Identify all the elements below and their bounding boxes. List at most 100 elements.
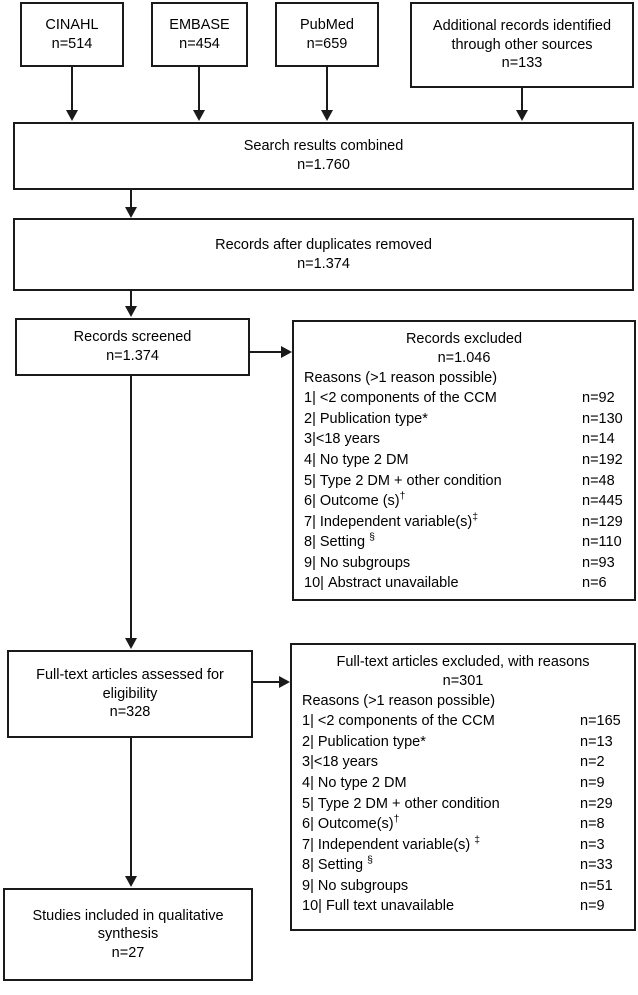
- source-count-additional: n=133: [501, 55, 543, 72]
- reason-count: n=8: [580, 816, 605, 833]
- reason-count: n=14: [582, 431, 615, 448]
- stage-label-screened: Records screened: [73, 329, 192, 346]
- reason-number: 10: [304, 575, 321, 592]
- reason-row: 9| No subgroups n=93: [304, 553, 624, 574]
- panel-title-records-excluded: Records excluded: [405, 331, 523, 347]
- reason-number: 5: [302, 795, 311, 812]
- stage-label-combined: Search results combined: [243, 138, 404, 155]
- reason-text: Independent variable(s): [319, 513, 473, 530]
- reason-number: 7: [304, 513, 313, 530]
- connector-fulltext-to-excluded: [253, 681, 282, 683]
- source-box-pubmed: PubMed n=659: [275, 2, 379, 67]
- reason-number: 9: [304, 554, 313, 571]
- reason-row: 6| Outcome (s)† n=445: [304, 491, 624, 512]
- source-count-cinahl: n=514: [51, 35, 93, 52]
- reason-text: Setting: [317, 857, 364, 874]
- source-name-embase: EMBASE: [169, 16, 230, 33]
- stage-box-search-results-combined: Search results combined n=1.760: [13, 122, 634, 190]
- arrowhead-screened-to-fulltext: [125, 638, 137, 649]
- source-name-pubmed: PubMed: [299, 16, 354, 33]
- stage-box-studies-included: Studies included in qualitative synthesi…: [3, 888, 253, 981]
- stage-count-screened: n=1.374: [106, 348, 159, 364]
- panel-title-fulltext-excluded: Full-text articles excluded, with reason…: [336, 654, 590, 670]
- connector-fulltext-to-included: [130, 738, 132, 877]
- reason-row: 4| No type 2 DM n=192: [304, 450, 624, 471]
- reason-text: <2 components of the CCM: [317, 713, 495, 730]
- stage-count-fulltext: n=328: [109, 704, 151, 721]
- arrowhead-embase-to-combined: [193, 110, 205, 121]
- reason-superscript: †: [399, 491, 406, 503]
- reason-number: 10: [302, 898, 319, 915]
- reason-text: Publication type*: [319, 410, 428, 427]
- connector-additional-to-combined: [521, 88, 523, 111]
- panel-reasons-header-fulltext-excluded: Reasons (>1 reason possible): [302, 692, 496, 709]
- reason-row: 1| <2 components of the CCM n=92: [304, 388, 624, 409]
- reason-row: 10| Full text unavailable n=9: [302, 896, 624, 917]
- connector-pubmed-to-combined: [326, 67, 328, 111]
- reason-number: 8: [302, 857, 311, 874]
- reason-text: <2 components of the CCM: [319, 390, 497, 407]
- reason-row: 6| Outcome(s)† n=8: [302, 814, 624, 835]
- reason-row: 2| Publication type* n=130: [304, 409, 624, 430]
- stage-box-fulltext-assessed: Full-text articles assessed for eligibil…: [7, 650, 253, 738]
- reason-number: 3: [304, 431, 313, 448]
- reason-row: 7| Independent variable(s) ‡ n=3: [302, 835, 624, 856]
- connector-cinahl-to-combined: [71, 67, 73, 111]
- reason-list-fulltext-excluded: 1| <2 components of the CCM n=165 2| Pub…: [302, 711, 624, 917]
- reason-count: n=9: [580, 898, 605, 915]
- reason-text: Independent variable(s): [317, 836, 471, 853]
- connector-combined-to-duplicates: [130, 190, 132, 208]
- reason-text: Outcome(s): [317, 816, 394, 833]
- reason-count: n=130: [582, 410, 623, 427]
- reason-row: 4| No type 2 DM n=9: [302, 773, 624, 794]
- reason-number: 6: [302, 816, 311, 833]
- reason-row: 8| Setting § n=33: [302, 855, 624, 876]
- arrowhead-duplicates-to-screened: [125, 306, 137, 317]
- reason-row: 5| Type 2 DM + other condition n=29: [302, 794, 624, 815]
- reason-count: n=93: [582, 554, 615, 571]
- reason-list-records-excluded: 1| <2 components of the CCM n=92 2| Publ…: [304, 388, 624, 594]
- connector-embase-to-combined: [198, 67, 200, 111]
- reason-count: n=129: [582, 513, 623, 530]
- connector-duplicates-to-screened: [130, 291, 132, 307]
- source-box-cinahl: CINAHL n=514: [20, 2, 124, 67]
- arrowhead-additional-to-combined: [516, 110, 528, 121]
- reason-count: n=2: [580, 754, 605, 771]
- reason-number: 2: [302, 733, 311, 750]
- reason-row: 2| Publication type* n=13: [302, 732, 624, 753]
- reason-row: 3|<18 years n=14: [304, 429, 624, 450]
- reason-number: 1: [304, 390, 313, 407]
- arrowhead-fulltext-to-included: [125, 876, 137, 887]
- reason-row: 5| Type 2 DM + other condition n=48: [304, 471, 624, 492]
- reason-count: n=92: [582, 390, 615, 407]
- reason-text: Abstract unavailable: [327, 575, 459, 592]
- connector-screened-to-fulltext: [130, 376, 132, 639]
- reason-number: 8: [304, 534, 313, 551]
- reason-count: n=192: [582, 451, 623, 468]
- connector-screened-to-excluded: [250, 351, 283, 353]
- reason-text: Type 2 DM + other condition: [319, 472, 502, 489]
- reason-row: 9| No subgroups n=51: [302, 876, 624, 897]
- reason-superscript: ‡: [474, 834, 481, 846]
- reason-text: No subgroups: [317, 877, 409, 894]
- stage-count-combined: n=1.760: [297, 157, 350, 173]
- arrowhead-combined-to-duplicates: [125, 207, 137, 218]
- reason-text: No type 2 DM: [319, 451, 409, 468]
- source-name-cinahl: CINAHL: [45, 16, 99, 33]
- reason-count: n=33: [580, 857, 613, 874]
- reason-number: 4: [302, 774, 311, 791]
- reason-row: 3|<18 years n=2: [302, 752, 624, 773]
- reason-text: <18 years: [315, 431, 380, 448]
- reason-number: 2: [304, 410, 313, 427]
- reason-count: n=110: [582, 534, 622, 551]
- arrowhead-pubmed-to-combined: [321, 110, 333, 121]
- stage-label-fulltext-line1: Full-text articles assessed for: [36, 667, 224, 684]
- reason-number: 7: [302, 836, 311, 853]
- reason-row: 8| Setting § n=110: [304, 532, 624, 553]
- stage-box-records-after-duplicates-removed: Records after duplicates removed n=1.374: [13, 218, 634, 291]
- reason-count: n=13: [580, 733, 613, 750]
- panel-records-excluded: Records excluded n=1.046 Reasons (>1 rea…: [292, 320, 636, 601]
- reason-text: Publication type*: [317, 733, 426, 750]
- panel-count-records-excluded: n=1.046: [437, 349, 491, 366]
